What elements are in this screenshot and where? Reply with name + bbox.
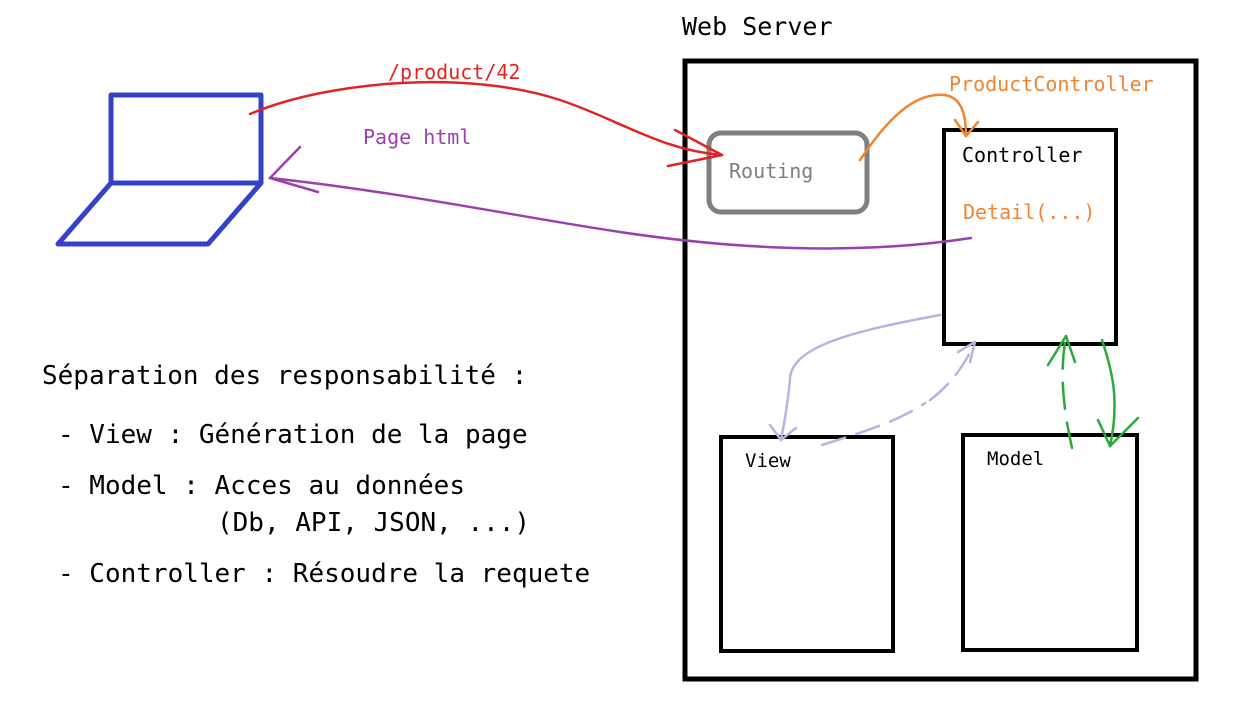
laptop-keyboard <box>55 181 263 247</box>
controller-box <box>942 128 1118 346</box>
routing-label: Routing <box>729 159 814 183</box>
web-server-frame <box>682 58 1199 682</box>
dispatch-arrow <box>858 93 980 162</box>
web-server-title: Web Server <box>682 12 833 41</box>
laptop-screen <box>108 92 264 186</box>
model-label: Model <box>987 448 1045 470</box>
routing-box <box>706 130 870 215</box>
controller-label: Controller <box>962 143 1083 167</box>
note-controller: - Controller : Résoudre la requete <box>58 559 591 589</box>
controller-action-label: Detail(...) <box>963 200 1096 224</box>
controller-model-link <box>1046 334 1140 450</box>
notes-heading: Séparation des responsabilité : <box>42 361 528 391</box>
response-arrow <box>268 145 973 250</box>
response-label: Page html <box>363 125 472 149</box>
model-box <box>961 433 1139 652</box>
note-model: - Model : Acces au données <box>58 471 465 501</box>
laptop-icon <box>55 92 264 247</box>
view-label: View <box>745 450 791 472</box>
request-label: /product/42 <box>388 60 521 84</box>
note-model-detail: (Db, API, JSON, ...) <box>217 508 531 538</box>
controller-view-link <box>768 313 977 447</box>
request-arrow <box>248 80 724 168</box>
view-box <box>719 435 895 653</box>
dispatch-label: ProductController <box>949 72 1154 96</box>
note-view: - View : Génération de la page <box>58 420 528 450</box>
